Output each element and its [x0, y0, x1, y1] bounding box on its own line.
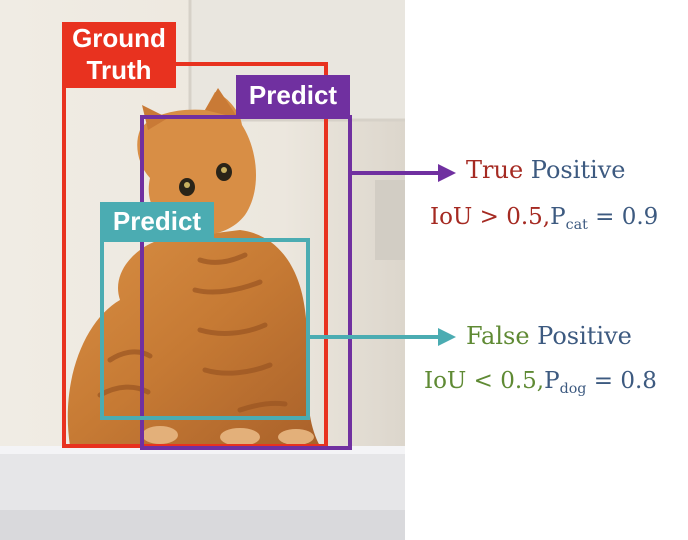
- iou-text: IoU: [430, 204, 473, 230]
- false-word: False: [466, 322, 530, 350]
- iou-text: IoU: [424, 368, 467, 394]
- arrow-true-positive: [348, 171, 440, 175]
- predict-box-purple: [140, 115, 352, 450]
- equals-sign: =: [593, 368, 614, 394]
- ground-truth-label-line1: Ground: [72, 23, 166, 53]
- prob-value: 0.8: [620, 368, 657, 394]
- greater-than-op: >: [479, 204, 499, 230]
- predict-box-teal: [100, 238, 310, 420]
- iou-threshold: 0.5,: [506, 204, 551, 230]
- ground-truth-label-line2: Truth: [86, 55, 152, 85]
- ground-truth-label: Ground Truth: [62, 22, 176, 88]
- arrow-false-positive: [306, 335, 440, 339]
- arrow-head-true-positive: [438, 164, 456, 182]
- less-than-op: <: [473, 368, 493, 394]
- false-positive-heading: False Positive: [466, 322, 632, 350]
- prob-class-dog: dog: [559, 380, 587, 397]
- prob-value: 0.9: [621, 204, 659, 230]
- false-positive-formula: IoU < 0.5,Pdog = 0.8: [424, 368, 657, 397]
- true-positive-formula: IoU > 0.5,Pcat = 0.9: [430, 204, 659, 233]
- prob-symbol: P: [550, 204, 566, 230]
- iou-threshold: 0.5,: [500, 368, 545, 394]
- predict-label-purple: Predict: [236, 75, 350, 115]
- predict-label-teal: Predict: [100, 202, 214, 240]
- positive-word: Positive: [530, 156, 626, 184]
- positive-word: Positive: [537, 322, 632, 350]
- equals-sign: =: [595, 204, 615, 230]
- prob-class-cat: cat: [565, 216, 588, 233]
- prob-symbol: P: [544, 368, 560, 394]
- arrow-head-false-positive: [438, 328, 456, 346]
- true-word: True: [466, 156, 524, 184]
- true-positive-heading: True Positive: [466, 156, 625, 184]
